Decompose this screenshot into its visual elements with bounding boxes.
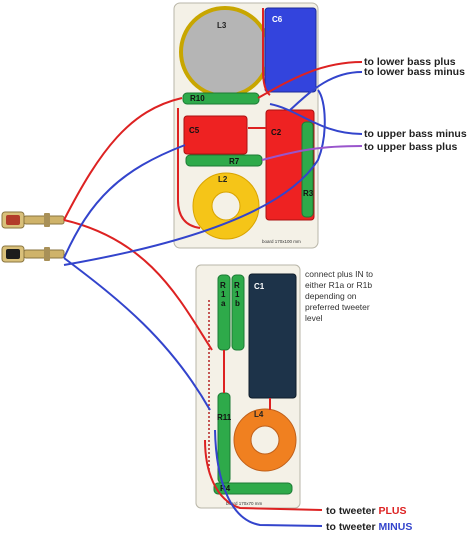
resistor-r1b <box>231 274 245 351</box>
r1b-label-b: b <box>235 299 240 308</box>
r7-label: R7 <box>229 157 240 166</box>
label-tweeter-minus-prefix: to tweeter <box>326 521 379 533</box>
c6-label: C6 <box>272 15 283 24</box>
c2-label: C2 <box>271 128 282 137</box>
wire-tweeter-minus <box>214 429 323 527</box>
l3-label: L3 <box>217 21 227 30</box>
label-tweeter-plus-word: PLUS <box>379 505 407 517</box>
wire-input-minus-long <box>63 89 326 266</box>
capacitor-c1 <box>248 273 297 399</box>
note-line-1: connect plus IN to <box>305 269 373 279</box>
board1-link-b <box>177 108 201 229</box>
label-tweeter-plus: to tweeter PLUS <box>326 505 407 517</box>
r10-label: R10 <box>190 94 205 103</box>
wire-tweeter-plus <box>204 439 323 511</box>
wire-input-plus-to-tweeter <box>63 219 213 351</box>
wire-input-minus-to-r11 <box>63 257 211 411</box>
wire-upper-bass-plus <box>261 145 363 161</box>
r11-label: R11 <box>217 413 232 422</box>
board-1-size: board 170x100 mm <box>262 239 301 244</box>
board1-link-a <box>262 8 271 96</box>
r4-label: R4 <box>220 484 231 493</box>
r1b-label-r: R <box>234 281 240 290</box>
wire-input-plus <box>63 97 183 221</box>
c1-label: C1 <box>254 282 265 291</box>
input-terminal-minus <box>1 245 65 263</box>
capacitor-c5 <box>183 115 248 155</box>
l4-core <box>250 425 280 455</box>
r3-label: R3 <box>303 189 314 198</box>
label-upper-bass-minus: to upper bass minus <box>364 128 467 140</box>
board-2-size: board 170x70 mm <box>226 501 263 506</box>
resistor-r7 <box>185 154 263 167</box>
r1b-label-1: 1 <box>235 290 240 299</box>
l2-label: L2 <box>218 175 228 184</box>
wire-lower-bass-minus <box>289 71 363 111</box>
wire-input-minus <box>63 144 186 259</box>
note-line-2: either R1a or R1b <box>305 280 372 290</box>
resistor-r4 <box>213 482 293 495</box>
label-tweeter-minus: to tweeter MINUS <box>326 521 412 533</box>
label-upper-bass-plus: to upper bass plus <box>364 141 458 153</box>
label-lower-bass-plus: to lower bass plus <box>364 56 456 68</box>
r1a-label-a: a <box>221 299 226 308</box>
input-terminal-plus <box>1 211 65 229</box>
r1a-label-r: R <box>220 281 226 290</box>
l2-core <box>211 191 241 221</box>
wire-upper-bass-minus <box>269 103 363 135</box>
note-connect-plus-in: connect plus IN to either R1a or R1b dep… <box>305 269 373 323</box>
note-line-3: depending on <box>305 291 357 301</box>
label-lower-bass-minus: to lower bass minus <box>364 66 465 78</box>
l4-label: L4 <box>254 410 264 419</box>
resistor-r3 <box>301 121 314 218</box>
note-line-4: preferred tweeter <box>305 302 370 312</box>
wire-lower-bass-plus <box>257 61 363 99</box>
c5-label: C5 <box>189 126 200 135</box>
r1a-label-1: 1 <box>221 290 226 299</box>
label-tweeter-plus-prefix: to tweeter <box>326 505 379 517</box>
note-line-5: level <box>305 313 323 323</box>
capacitor-c6 <box>264 7 317 93</box>
label-tweeter-minus-word: MINUS <box>379 521 413 533</box>
